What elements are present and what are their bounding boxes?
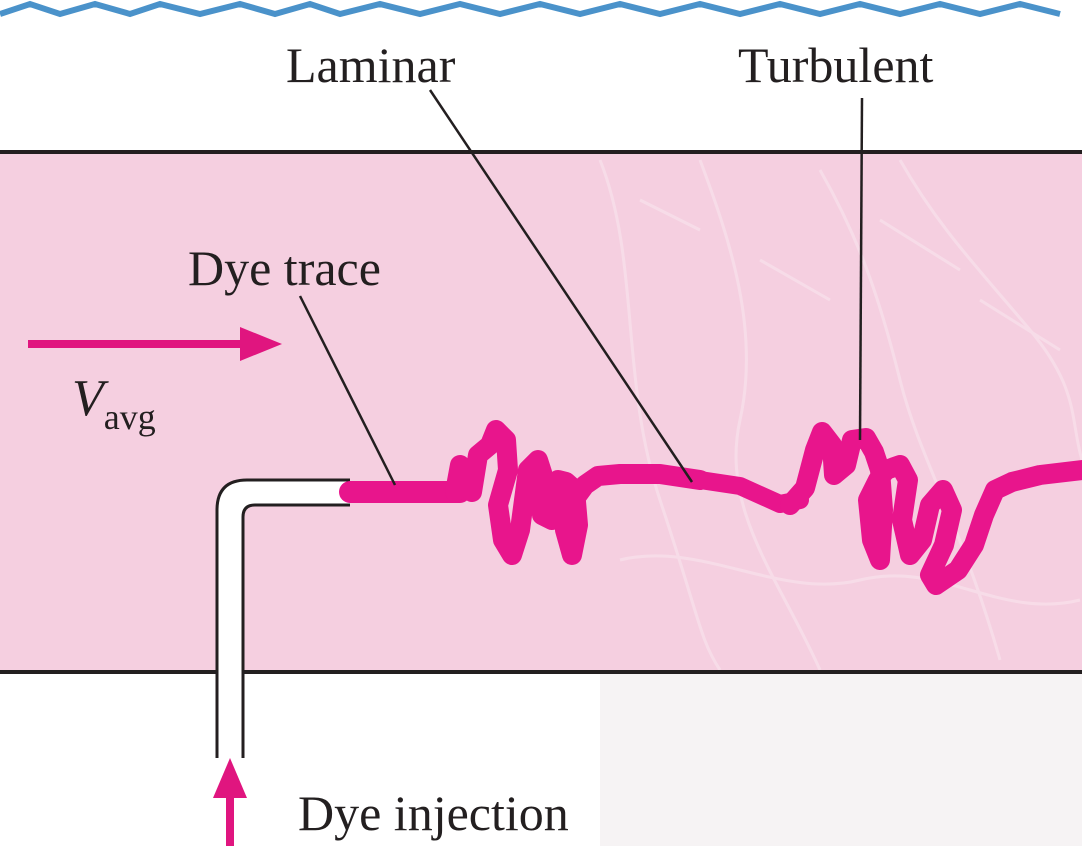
pipe-interior bbox=[0, 152, 1082, 672]
cropped-header-fragment bbox=[0, 0, 1082, 20]
label-dye-trace: Dye trace bbox=[188, 240, 381, 296]
background-texture-lower bbox=[600, 672, 1082, 846]
label-turbulent: Turbulent bbox=[738, 37, 934, 93]
label-dye-injection: Dye injection bbox=[298, 785, 569, 841]
label-laminar: Laminar bbox=[286, 37, 456, 93]
velocity-subscript: avg bbox=[104, 397, 156, 437]
